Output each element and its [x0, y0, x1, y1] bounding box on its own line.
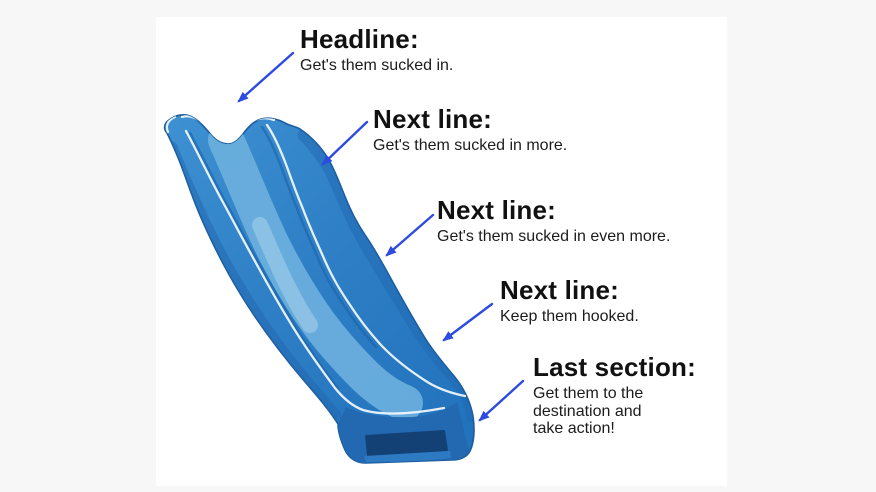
annotation-title: Headline:	[300, 24, 419, 54]
arrow-icon-headline	[237, 51, 295, 103]
annotation-description: Keep them hooked.	[500, 307, 639, 325]
arrow-icon-last-section	[478, 379, 525, 422]
annotation-title: Last section:	[533, 352, 696, 382]
annotation-description: Get's them sucked in even more.	[437, 227, 671, 245]
annotation-next-line-2: Next line: Get's them sucked in even mor…	[437, 196, 670, 246]
annotation-last-section: Last section: Get them to the destinatio…	[533, 353, 696, 438]
annotation-next-line-1: Next line: Get's them sucked in more.	[373, 105, 567, 155]
blue-slide-illustration	[163, 114, 475, 464]
annotation-title: Next line:	[373, 104, 493, 134]
slide-surface-details	[165, 115, 475, 463]
annotation-next-line-3: Next line: Keep them hooked.	[500, 276, 639, 326]
annotation-description: Get them to the destination and take act…	[533, 384, 644, 438]
annotation-description: Get's them sucked in.	[300, 56, 454, 74]
slide-diagram-canvas: Headline: Get's them sucked in. Next lin…	[156, 17, 727, 486]
annotation-title: Next line:	[437, 195, 557, 225]
annotation-title: Next line:	[500, 275, 620, 305]
annotation-headline: Headline: Get's them sucked in.	[300, 25, 453, 75]
annotation-description: Get's them sucked in more.	[373, 136, 568, 154]
